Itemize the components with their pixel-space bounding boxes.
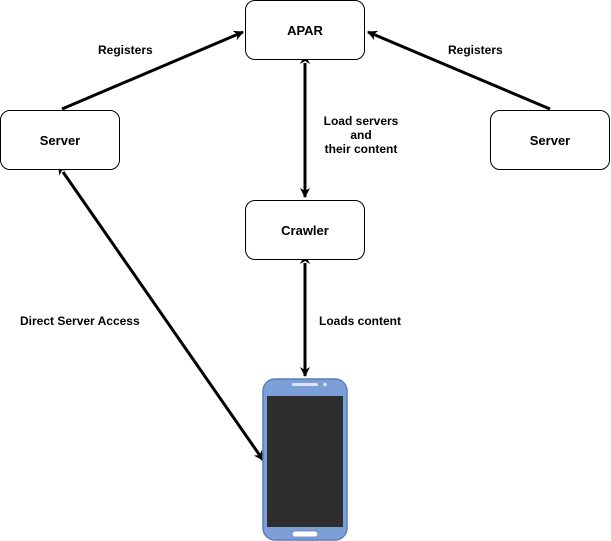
edge-label-load-servers-line: and [350,128,372,142]
edge-label-loads-content: Loads content [319,314,402,328]
node-server-right-label: Server [529,132,571,148]
edge-label-load-servers-line: Load servers [323,114,399,128]
edge-label-registers-left: Registers [98,43,153,57]
node-server-left: Server [0,110,120,170]
node-crawler: Crawler [245,200,365,260]
node-apar-label: APAR [287,22,323,38]
edge-label-direct-server-access: Direct Server Access [20,314,140,328]
node-apar: APAR [245,0,365,60]
edge-server-left-to-apar [61,30,244,111]
edge-label-registers-right: Registers [448,43,503,57]
edge-label-load-servers-line: their content [324,142,398,156]
smartphone-icon [262,378,348,541]
edge-server-right-to-apar [367,30,551,111]
node-server-left-label: Server [39,132,81,148]
edge-label-load-servers: Load servers and their content [316,114,406,156]
node-server-right: Server [490,110,610,170]
node-crawler-label: Crawler [281,222,329,238]
edge-server-phone [57,164,265,461]
